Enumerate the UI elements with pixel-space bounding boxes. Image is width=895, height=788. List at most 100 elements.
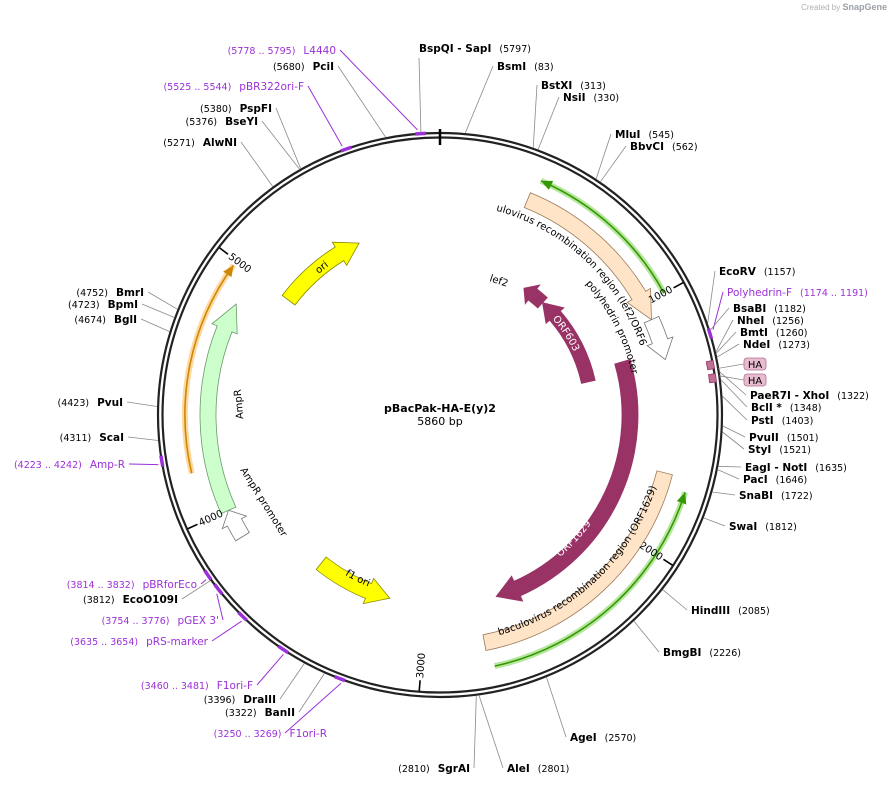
site-pos: (562) [672,142,698,153]
site-connector [418,57,422,133]
site-label: AleI(2801) [507,763,569,775]
site-pos: (2801) [538,764,570,775]
site-connector [722,395,748,421]
site-pos: (4752) [76,288,108,299]
plasmid-size: 5860 bp [417,415,462,428]
site-name: ScaI [99,432,124,444]
site-connector [141,303,175,318]
site-pos: (1182) [774,304,806,315]
primer-connector [307,85,343,147]
site-connector [712,491,736,496]
site-name: AgeI [570,732,597,744]
site-label: BclI *(1348) [751,402,821,414]
site-alwni: (5271)AlwNI [163,137,274,187]
primer-bind-arc-2 [494,492,686,667]
site-pos: (4674) [74,315,106,326]
site-label: PvuII(1501) [749,432,818,444]
site-connector [707,270,716,324]
site-pvuii: PvuII(1501) [722,425,818,444]
primer-mark [415,131,426,136]
site-name: PaeR7I [750,390,791,402]
primer-connector [284,682,342,734]
label-ampr: AmpR [233,389,247,420]
site-pspfi: (5380)PspFI [200,103,302,169]
site-name: BbvCI [630,141,664,153]
primer-range: (4223 .. 4242) [14,460,82,471]
site-pos: (1348) [790,403,822,414]
site-connector [147,291,178,310]
site-pos: (5797) [499,44,531,55]
feature-f1-ori [315,556,391,605]
primer-mark [277,644,290,655]
feature-ori [281,241,360,306]
site-connector [715,331,737,354]
primer-mark [334,675,346,683]
primer-name: F1ori-R [290,728,327,740]
site-name: BmgBI [663,647,701,659]
primer-connector [200,579,207,585]
primer-range: (5525 .. 5544) [163,82,231,93]
site-label: (5271)AlwNI [163,137,237,149]
site-swai: SwaI(1812) [703,517,797,533]
ha-tag-connector [719,375,745,381]
feature-orf1629 [495,359,639,602]
site-pos: (3812) [83,595,115,606]
site-pos: (5376) [186,117,218,128]
site-name: PvuI [97,397,123,409]
site-connector [240,141,274,187]
site-label: EcoRV(1157) [719,266,795,278]
site-ecorv: EcoRV(1157) [707,266,795,324]
site-label: (3322)BanII [225,707,295,719]
site-label: (3812) EcoO109I [83,594,178,606]
site-pos: (1157) [764,267,796,278]
site-label: NdeI(1273) [743,339,810,351]
ha-tag-connector [718,363,745,369]
plasmid-name: pBacPak-HA-E(y)2 [384,402,496,415]
primer-connector [211,620,242,642]
site-connector [127,436,159,441]
primer-name: pGEX 3' [177,615,219,627]
site-label: PaeR7I - XhoI(1322) [750,390,869,402]
site-connector [140,318,170,332]
site-connector [532,84,538,148]
site-bbvci: BbvCI (562) [600,141,698,183]
site-pvui: (4423)PvuI [57,397,158,409]
site-connector [261,120,300,170]
site-pos: (330) [594,93,620,104]
site-name: PacI [743,474,768,486]
site-hindiii: HindIII(2085) [662,589,770,617]
primer-name: L4440 [303,45,336,57]
primer-mark [159,455,165,467]
site-label: (3396) DraIII [204,694,276,706]
site-pos: (1812) [765,522,797,533]
site-pos: (3396) [204,695,236,706]
site-connector [662,589,688,611]
site-pos: (83) [534,62,554,73]
site-name: PspFI [240,103,272,115]
site-bpmi: (4723)BpmI [68,299,175,318]
site-pos: (1322) [837,391,869,402]
site-label: (5680)PciI [273,61,334,73]
primer-pbr322ori-f: (5525 .. 5544)pBR322ori-F [163,81,352,153]
site-name: DraIII [243,694,276,706]
site-nhei: NheI(1256) [715,315,804,353]
site-bmti: BmtI(1260) [715,327,807,354]
plasmid-backbone [156,129,724,699]
site-connector [703,517,726,527]
site-bcli: BclI *(1348) [720,379,821,414]
site-connector [719,371,747,396]
site-bgli: (4674) BglI [74,314,170,332]
site-name: AlwNI [203,137,237,149]
tick-mark-2000 [662,558,674,566]
site-label: NsiI(330) [563,92,619,104]
site-connector [181,580,211,600]
primer-range: (3754 .. 3776) [102,616,170,627]
site-name: EcoO109I [123,594,178,606]
site-pos: (4311) [60,433,92,444]
site-pos: (313) [580,81,606,92]
site-name: BglI [114,314,137,326]
site-name: HindIII [691,605,730,617]
primer-label: (5778 .. 5795)L4440 [228,45,336,57]
primer-name: Polyhedrin-F [727,287,792,299]
